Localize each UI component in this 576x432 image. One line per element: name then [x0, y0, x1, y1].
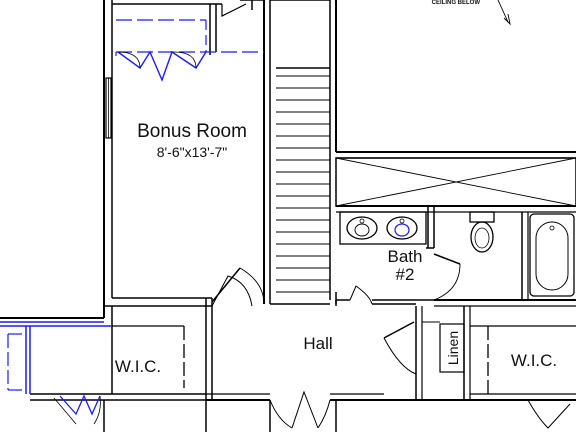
bonus-closet: [115, 19, 264, 82]
bathtub: [529, 213, 575, 297]
wic-left-label: W.I.C.: [115, 357, 161, 376]
toilet-bowl: [470, 221, 494, 253]
open-to-below: [335, 0, 576, 207]
wic-left: [0, 306, 206, 425]
vanity: [339, 211, 427, 245]
wic-right-label: W.I.C.: [511, 351, 557, 370]
bath-label-line1: Bath: [388, 247, 423, 266]
bath-2: [335, 205, 576, 307]
linen-label: Linen: [445, 331, 461, 365]
ceiling-below-note: CEILING BELOW: [432, 0, 481, 6]
bonus-room-label: Bonus Room: [137, 121, 247, 142]
wic-right: [103, 325, 576, 432]
staircase: [270, 0, 337, 300]
hall-label: Hall: [303, 334, 332, 353]
sink-left: [346, 216, 378, 240]
sink-right: [386, 216, 418, 240]
bath-label-line2: #2: [396, 265, 415, 284]
bonus-room-dimensions: 8'-6"x13'-7": [157, 144, 228, 160]
hall: [205, 275, 576, 429]
bonus-room: [0, 0, 271, 319]
